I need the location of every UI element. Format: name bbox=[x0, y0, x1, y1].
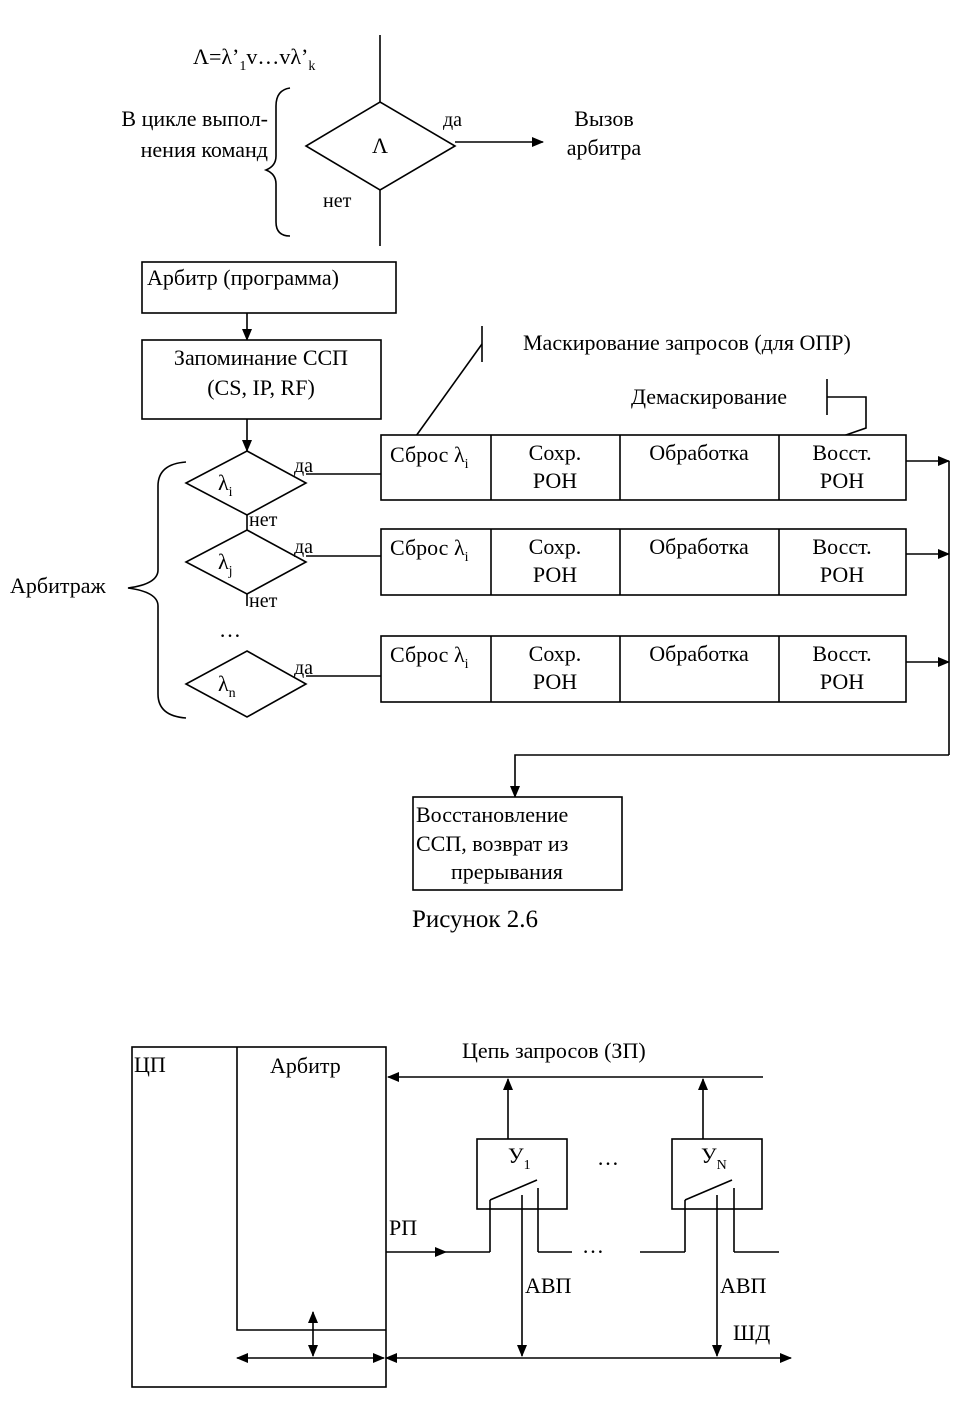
lambda-j-yes: да bbox=[294, 536, 313, 558]
lambda-j-label: λj bbox=[218, 549, 233, 579]
arbiter-program-label: Арбитр (программа) bbox=[147, 265, 339, 290]
save-regs-line1: Сохр. bbox=[529, 641, 582, 666]
device-N-label: УN bbox=[701, 1143, 727, 1173]
flowchart: Λ=λ’1v…vλ’k В цикле выпол- нения команд … bbox=[10, 35, 950, 933]
restore-regs-line1: Восст. bbox=[812, 534, 871, 559]
save-regs-line1: Сохр. bbox=[529, 440, 582, 465]
lambda-i-no: нет bbox=[249, 509, 278, 531]
restore-state-line1: Восстановление bbox=[416, 802, 568, 827]
decision-lambda-j bbox=[184, 529, 308, 595]
handler-row-1: Сброс λi Сохр. РОН Обработка Восст. РОН bbox=[380, 434, 907, 501]
restore-state-box bbox=[412, 796, 623, 891]
decision-no-label: нет bbox=[323, 190, 352, 212]
call-arbiter-line1: Вызов bbox=[574, 106, 633, 131]
handler-row-3: Сброс λi Сохр. РОН Обработка Восст. РОН bbox=[380, 635, 907, 703]
restore-regs-line2: РОН bbox=[820, 669, 864, 694]
restore-regs-line1: Восст. bbox=[812, 641, 871, 666]
device-1-avp-label: АВП bbox=[525, 1273, 572, 1298]
chain-ellipsis: … bbox=[582, 1233, 604, 1258]
device-N-switch bbox=[684, 1179, 733, 1201]
arbiter-box bbox=[236, 1047, 386, 1331]
reset-label: Сброс λi bbox=[390, 642, 469, 672]
cpu-label: ЦП bbox=[134, 1052, 166, 1077]
demasking-label: Демаскирование bbox=[631, 384, 787, 409]
devices-ellipsis: … bbox=[597, 1145, 619, 1170]
reset-label: Сброс λi bbox=[390, 442, 469, 472]
device-1-switch bbox=[489, 1179, 538, 1201]
data-bus-label: ШД bbox=[733, 1320, 770, 1345]
decision-lambda-n bbox=[184, 650, 308, 718]
request-chain-label: Цепь запросов (ЗП) bbox=[462, 1038, 646, 1063]
arbiter-program-box bbox=[141, 261, 397, 314]
cycle-label-line1: В цикле выпол- bbox=[121, 106, 268, 131]
handler-row-2: Сброс λi Сохр. РОН Обработка Восст. РОН bbox=[380, 528, 907, 596]
masking-leader bbox=[415, 343, 483, 437]
processing-label: Обработка bbox=[649, 641, 749, 666]
lambda-j-no: нет bbox=[249, 590, 278, 612]
return-to-restore-arrow bbox=[510, 754, 949, 798]
lambda-n-yes: да bbox=[294, 657, 313, 679]
save-regs-line2: РОН bbox=[533, 468, 577, 493]
device-1-label: У1 bbox=[508, 1143, 531, 1173]
call-arbiter-line2: арбитра bbox=[567, 135, 642, 160]
save-regs-line1: Сохр. bbox=[529, 534, 582, 559]
decision-ellipsis: … bbox=[219, 617, 241, 642]
lambda-i-yes: да bbox=[294, 455, 313, 477]
lambda-n-label: λn bbox=[218, 671, 236, 701]
cycle-brace bbox=[263, 87, 291, 237]
bus-diagram: ЦП Арбитр Цепь запросов (ЗП) У1 … … УN Р… bbox=[131, 1038, 792, 1388]
decision-yes-label: да bbox=[443, 109, 462, 131]
decision-lambda-i bbox=[184, 450, 308, 516]
figure-caption: Рисунок 2.6 bbox=[412, 906, 538, 933]
arbitration-label: Арбитраж bbox=[10, 573, 107, 598]
demasking-leader bbox=[827, 396, 867, 437]
restore-regs-line1: Восст. bbox=[812, 440, 871, 465]
processing-label: Обработка bbox=[649, 534, 749, 559]
rp-label: РП bbox=[389, 1215, 417, 1240]
save-state-box bbox=[141, 339, 382, 420]
lambda-i-label: λi bbox=[218, 470, 233, 500]
cycle-label-line2: нения команд bbox=[141, 137, 268, 162]
save-regs-line2: РОН bbox=[533, 669, 577, 694]
device-N-avp-label: АВП bbox=[720, 1273, 767, 1298]
cpu-box bbox=[131, 1046, 387, 1388]
restore-regs-line2: РОН bbox=[820, 468, 864, 493]
restore-state-line3: прерывания bbox=[451, 859, 563, 884]
save-state-line1: Запоминание ССП bbox=[174, 345, 348, 370]
reset-label: Сброс λi bbox=[390, 535, 469, 565]
masking-label: Маскирование запросов (для ОПР) bbox=[523, 330, 851, 355]
arbiter-label: Арбитр bbox=[270, 1053, 341, 1078]
processing-label: Обработка bbox=[649, 440, 749, 465]
save-regs-line2: РОН bbox=[533, 562, 577, 587]
arbitration-brace bbox=[127, 461, 187, 719]
restore-state-line2: ССП, возврат из bbox=[416, 831, 568, 856]
save-state-line2: (CS, IP, RF) bbox=[207, 375, 315, 400]
decision-symbol: Λ bbox=[372, 133, 388, 158]
formula: Λ=λ’1v…vλ’k bbox=[193, 44, 315, 74]
restore-regs-line2: РОН bbox=[820, 562, 864, 587]
